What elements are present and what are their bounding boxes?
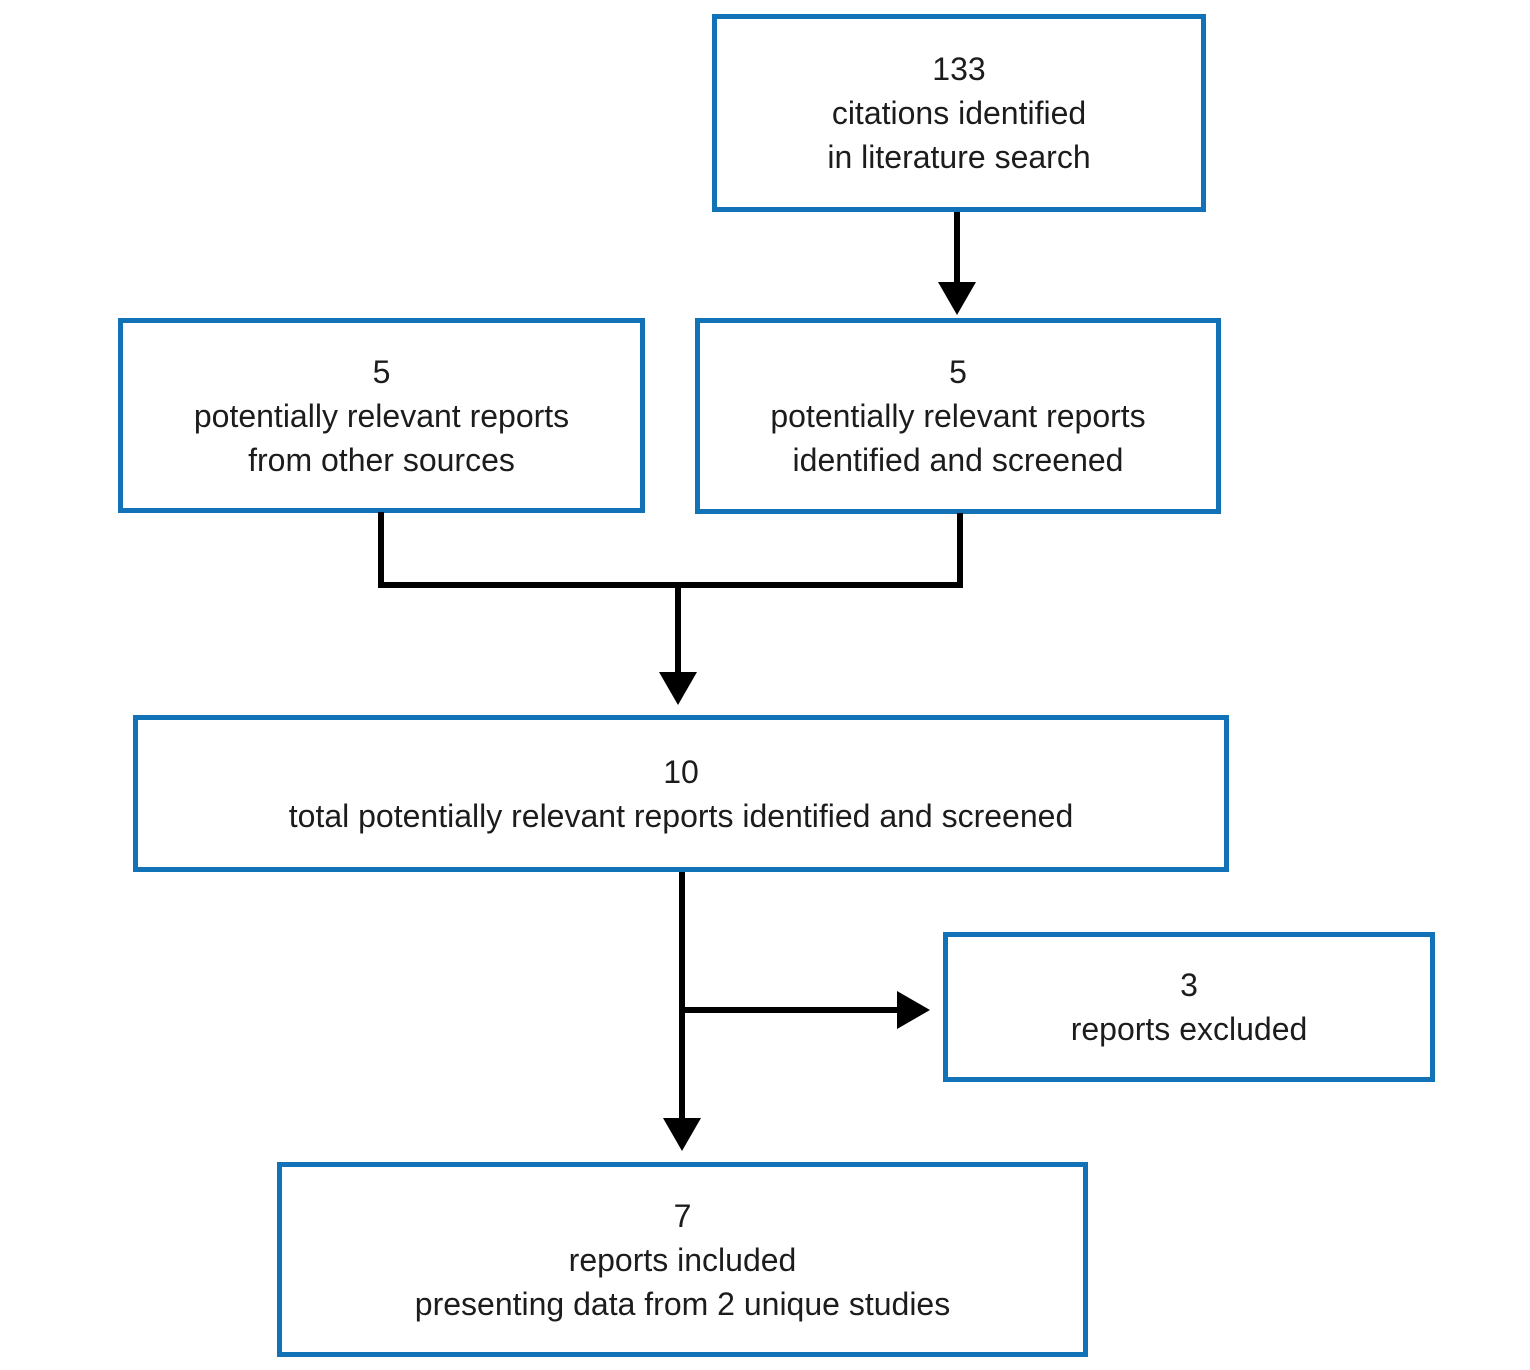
arrowhead-down-icon <box>659 672 697 705</box>
label-included-1: reports included <box>568 1241 797 1278</box>
count-included: 7 <box>673 1197 692 1234</box>
label-citations-2: in literature search <box>827 139 1091 175</box>
connector-other-sources-down <box>378 512 384 588</box>
box-total-screened: 10 total potentially relevant reports id… <box>133 715 1229 872</box>
connector-citations-to-screened <box>954 212 960 284</box>
label-total: total potentially relevant reports ident… <box>288 797 1074 834</box>
connector-screened-down <box>957 513 963 588</box>
connector-total-to-included <box>679 872 685 1120</box>
label-other-sources-1: potentially relevant reports <box>193 397 570 434</box>
connector-total-to-excluded <box>679 1007 899 1013</box>
count-other-sources: 5 <box>372 353 391 390</box>
label-screened-1: potentially relevant reports <box>770 398 1146 434</box>
box-reports-other-sources: 5 potentially relevant reports from othe… <box>118 318 645 513</box>
connector-merge-to-total <box>675 585 681 673</box>
count-screened: 5 <box>949 354 967 390</box>
box-citations-identified: 133 citations identified in literature s… <box>712 14 1206 212</box>
arrowhead-down-icon <box>938 282 976 315</box>
count-total: 10 <box>663 753 699 790</box>
box-reports-excluded: 3 reports excluded <box>943 932 1435 1082</box>
box-reports-screened: 5 potentially relevant reports identifie… <box>695 318 1221 514</box>
arrowhead-right-icon <box>897 991 930 1029</box>
label-other-sources-2: from other sources <box>248 441 515 478</box>
label-screened-2: identified and screened <box>792 442 1124 478</box>
box-reports-included: 7 reports included presenting data from … <box>277 1162 1088 1357</box>
arrowhead-down-icon <box>663 1118 701 1151</box>
label-included-2: presenting data from 2 unique studies <box>414 1285 951 1322</box>
label-excluded: reports excluded <box>1070 1011 1308 1047</box>
connector-merge-bar <box>378 582 963 588</box>
count-excluded: 3 <box>1180 967 1198 1003</box>
count-citations: 133 <box>932 51 986 87</box>
label-citations-1: citations identified <box>831 95 1087 131</box>
